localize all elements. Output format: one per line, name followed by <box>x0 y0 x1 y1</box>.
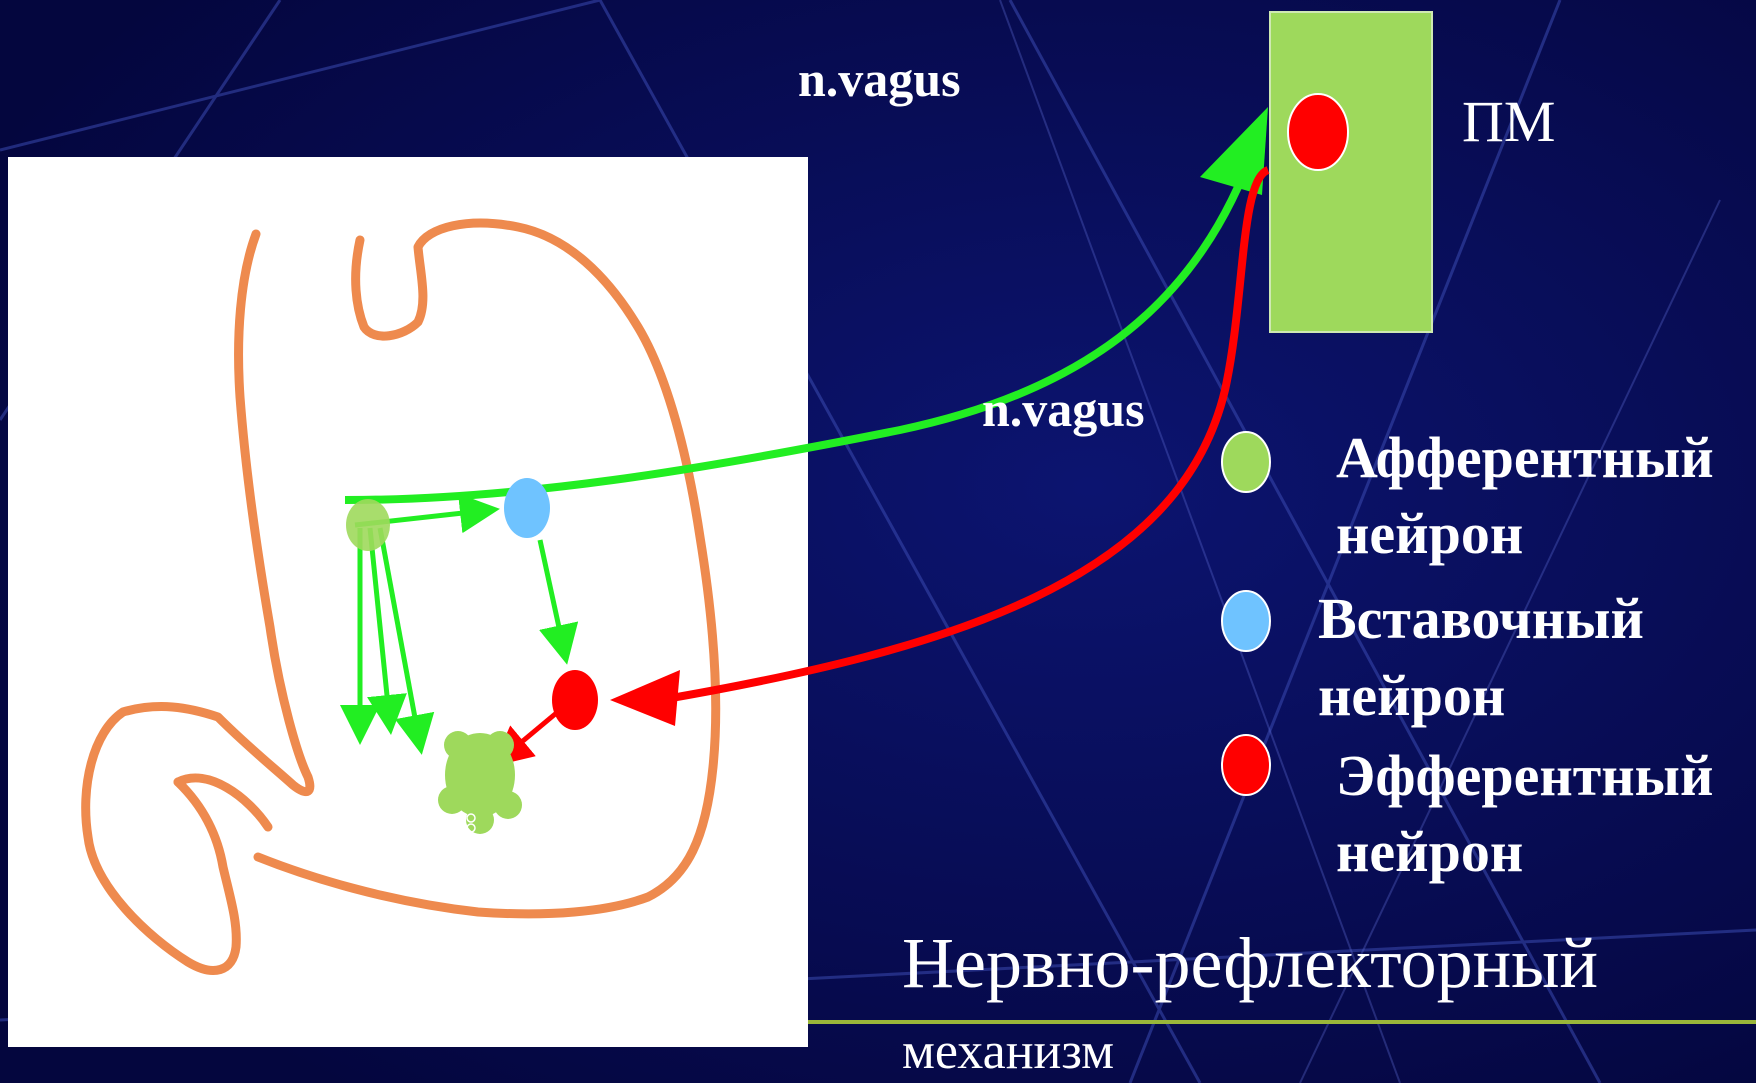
legend-item-afferent-line2: нейрон <box>1336 501 1524 566</box>
stomach-outline <box>81 218 721 975</box>
local-reflex-arrows <box>340 527 435 755</box>
legend-efferent-icon <box>1221 734 1271 796</box>
legend-interneuron-icon <box>1221 590 1271 652</box>
afferent-arrowhead <box>1200 107 1268 195</box>
legend-item-afferent: Афферентный <box>1336 425 1714 490</box>
efferent-arrowhead <box>610 670 680 726</box>
legend-item-efferent: Эфферентный <box>1336 743 1714 808</box>
gland-icon <box>438 731 522 834</box>
efferent-path <box>659 166 1271 704</box>
pm-label: ПМ <box>1462 89 1556 154</box>
stomach-panel <box>8 157 808 1047</box>
vagus-label-mid: n.vagus <box>982 381 1145 437</box>
cns-box <box>1269 11 1433 333</box>
cns-neuron <box>1287 93 1349 171</box>
slide-title-line2: механизм <box>902 1023 1115 1080</box>
afferent-neuron <box>346 499 390 551</box>
legend-item-efferent-line2: нейрон <box>1336 819 1524 884</box>
vagus-label-top: n.vagus <box>798 51 961 107</box>
legend-item-interneuron-line2: нейрон <box>1318 663 1506 728</box>
legend-afferent-icon <box>1221 431 1271 493</box>
afferent-path <box>344 143 1259 504</box>
interneuron <box>504 478 550 538</box>
efferent-neuron <box>552 670 598 730</box>
slide-title: Нервно-рефлекторный <box>902 923 1599 1003</box>
legend-item-interneuron: Вставочный <box>1318 586 1644 651</box>
inter-to-efferent-arrow <box>537 539 579 665</box>
